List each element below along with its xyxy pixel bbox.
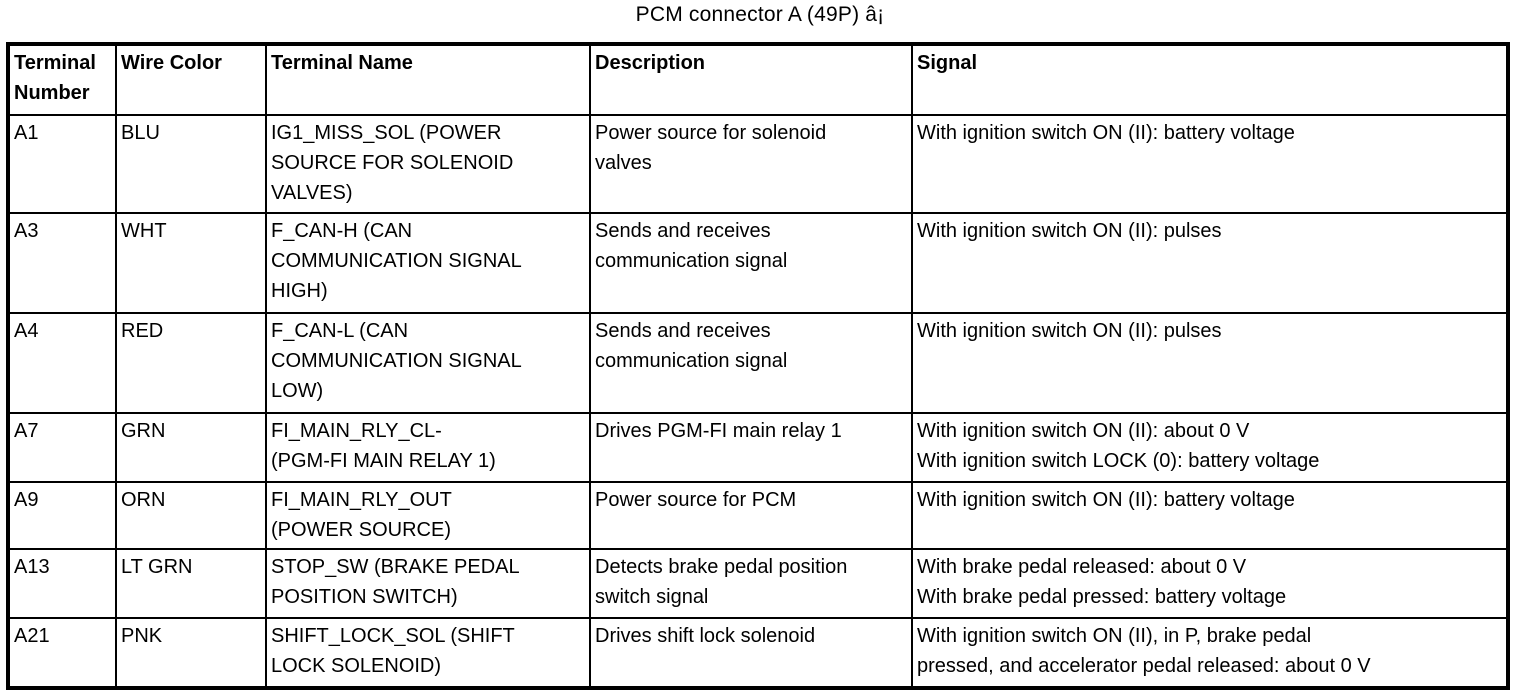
cell-description: Sends and receives communication signal — [589, 212, 913, 314]
table-row: A7 GRN FI_MAIN_RLY_CL- (PGM-FI MAIN RELA… — [7, 412, 1509, 483]
cell-line: F_CAN-L (CAN — [271, 320, 409, 342]
cell-line: Power source for solenoid — [595, 122, 827, 144]
cell-line: (PGM-FI MAIN RELAY 1) — [271, 450, 496, 472]
cell-line: (POWER SOURCE) — [271, 519, 451, 541]
pcm-connector-table-wrapper: Terminal Number Wire Color Terminal Name… — [6, 42, 1510, 690]
cell-line: SOURCE FOR SOLENOID — [271, 152, 514, 174]
cell-line: pressed, and accelerator pedal released:… — [917, 655, 1371, 677]
cell-signal: With ignition switch ON (II): battery vo… — [911, 481, 1509, 550]
cell-line: Power source for PCM — [595, 489, 797, 511]
table-row: A3 WHT F_CAN-H (CAN COMMUNICATION SIGNAL… — [7, 212, 1509, 314]
cell-line: LOW) — [271, 380, 324, 402]
cell-line: LOCK SOLENOID) — [271, 655, 442, 677]
pcm-connector-table: Terminal Number Wire Color Terminal Name… — [6, 42, 1510, 690]
cell-description: Power source for PCM — [589, 481, 913, 550]
cell-signal: With brake pedal released: about 0 V Wit… — [911, 548, 1509, 619]
table-row: A9 ORN FI_MAIN_RLY_OUT (POWER SOURCE) Po… — [7, 481, 1509, 550]
cell-signal: With ignition switch ON (II): pulses — [911, 312, 1509, 414]
cell-line: With ignition switch ON (II): about 0 V — [917, 420, 1250, 442]
cell-signal: With ignition switch ON (II): about 0 V … — [911, 412, 1509, 483]
cell-signal: With ignition switch ON (II): battery vo… — [911, 114, 1509, 214]
cell-line: Sends and receives — [595, 220, 771, 242]
cell-line: HIGH) — [271, 280, 328, 302]
cell-terminal-name: FI_MAIN_RLY_OUT (POWER SOURCE) — [265, 481, 591, 550]
column-header-terminal-name: Terminal Name — [265, 43, 591, 116]
page-root: PCM connector A (49P) â¡ Terminal Number… — [6, 3, 1510, 690]
column-header-signal: Signal — [911, 43, 1509, 116]
cell-wire-color: BLU — [115, 114, 267, 214]
cell-wire-color: LT GRN — [115, 548, 267, 619]
header-line: Number — [14, 82, 90, 104]
cell-line: valves — [595, 152, 652, 174]
cell-line: communication signal — [595, 350, 788, 372]
cell-terminal-number: A7 — [7, 412, 117, 483]
cell-terminal-name: F_CAN-H (CAN COMMUNICATION SIGNAL HIGH) — [265, 212, 591, 314]
cell-line: With ignition switch ON (II): battery vo… — [917, 122, 1295, 144]
cell-line: SHIFT_LOCK_SOL (SHIFT — [271, 625, 515, 647]
cell-description: Sends and receives communication signal — [589, 312, 913, 414]
cell-terminal-name: FI_MAIN_RLY_CL- (PGM-FI MAIN RELAY 1) — [265, 412, 591, 483]
table-row: A1 BLU IG1_MISS_SOL (POWER SOURCE FOR SO… — [7, 114, 1509, 214]
cell-description: Drives PGM-FI main relay 1 — [589, 412, 913, 483]
cell-terminal-name: F_CAN-L (CAN COMMUNICATION SIGNAL LOW) — [265, 312, 591, 414]
cell-terminal-name: IG1_MISS_SOL (POWER SOURCE FOR SOLENOID … — [265, 114, 591, 214]
cell-description: Drives shift lock solenoid — [589, 617, 913, 689]
cell-line: switch signal — [595, 586, 709, 608]
cell-line: FI_MAIN_RLY_CL- — [271, 420, 442, 442]
cell-line: FI_MAIN_RLY_OUT — [271, 489, 452, 511]
cell-line: With ignition switch ON (II): pulses — [917, 220, 1222, 242]
cell-terminal-number: A1 — [7, 114, 117, 214]
cell-line: VALVES) — [271, 182, 353, 204]
table-header-row: Terminal Number Wire Color Terminal Name… — [7, 43, 1509, 116]
cell-line: Drives shift lock solenoid — [595, 625, 816, 647]
cell-line: With ignition switch ON (II): pulses — [917, 320, 1222, 342]
cell-terminal-number: A13 — [7, 548, 117, 619]
table-row: A4 RED F_CAN-L (CAN COMMUNICATION SIGNAL… — [7, 312, 1509, 414]
cell-line: With ignition switch ON (II), in P, brak… — [917, 625, 1312, 647]
cell-terminal-name: STOP_SW (BRAKE PEDAL POSITION SWITCH) — [265, 548, 591, 619]
table-row: A13 LT GRN STOP_SW (BRAKE PEDAL POSITION… — [7, 548, 1509, 619]
table-row: A21 PNK SHIFT_LOCK_SOL (SHIFT LOCK SOLEN… — [7, 617, 1509, 689]
page-title: PCM connector A (49P) â¡ — [635, 3, 885, 26]
header-line: Terminal — [14, 52, 96, 74]
column-header-wire-color: Wire Color — [115, 43, 267, 116]
table-body: A1 BLU IG1_MISS_SOL (POWER SOURCE FOR SO… — [7, 114, 1509, 689]
cell-line: COMMUNICATION SIGNAL — [271, 350, 522, 372]
cell-terminal-number: A21 — [7, 617, 117, 689]
cell-terminal-number: A9 — [7, 481, 117, 550]
table-header: Terminal Number Wire Color Terminal Name… — [7, 43, 1509, 116]
cell-line: Detects brake pedal position — [595, 556, 848, 578]
cell-wire-color: RED — [115, 312, 267, 414]
column-header-terminal-number: Terminal Number — [7, 43, 117, 116]
cell-line: IG1_MISS_SOL (POWER — [271, 122, 502, 144]
cell-line: Drives PGM-FI main relay 1 — [595, 420, 842, 442]
cell-wire-color: ORN — [115, 481, 267, 550]
cell-signal: With ignition switch ON (II): pulses — [911, 212, 1509, 314]
cell-wire-color: WHT — [115, 212, 267, 314]
cell-line: With ignition switch LOCK (0): battery v… — [917, 450, 1320, 472]
cell-line: STOP_SW (BRAKE PEDAL — [271, 556, 520, 578]
cell-description: Power source for solenoid valves — [589, 114, 913, 214]
column-header-description: Description — [589, 43, 913, 116]
cell-line: With ignition switch ON (II): battery vo… — [917, 489, 1295, 511]
cell-wire-color: PNK — [115, 617, 267, 689]
header-line: Signal — [917, 52, 978, 74]
header-line: Description — [595, 52, 706, 74]
cell-terminal-number: A3 — [7, 212, 117, 314]
header-line: Wire Color — [121, 52, 222, 74]
cell-terminal-name: SHIFT_LOCK_SOL (SHIFT LOCK SOLENOID) — [265, 617, 591, 689]
cell-description: Detects brake pedal position switch sign… — [589, 548, 913, 619]
cell-line: With brake pedal released: about 0 V — [917, 556, 1247, 578]
cell-wire-color: GRN — [115, 412, 267, 483]
cell-signal: With ignition switch ON (II), in P, brak… — [911, 617, 1509, 689]
header-line: Terminal Name — [271, 52, 413, 74]
cell-line: With brake pedal pressed: battery voltag… — [917, 586, 1287, 608]
cell-line: COMMUNICATION SIGNAL — [271, 250, 522, 272]
cell-line: F_CAN-H (CAN — [271, 220, 413, 242]
cell-terminal-number: A4 — [7, 312, 117, 414]
cell-line: POSITION SWITCH) — [271, 586, 458, 608]
cell-line: Sends and receives — [595, 320, 771, 342]
cell-line: communication signal — [595, 250, 788, 272]
